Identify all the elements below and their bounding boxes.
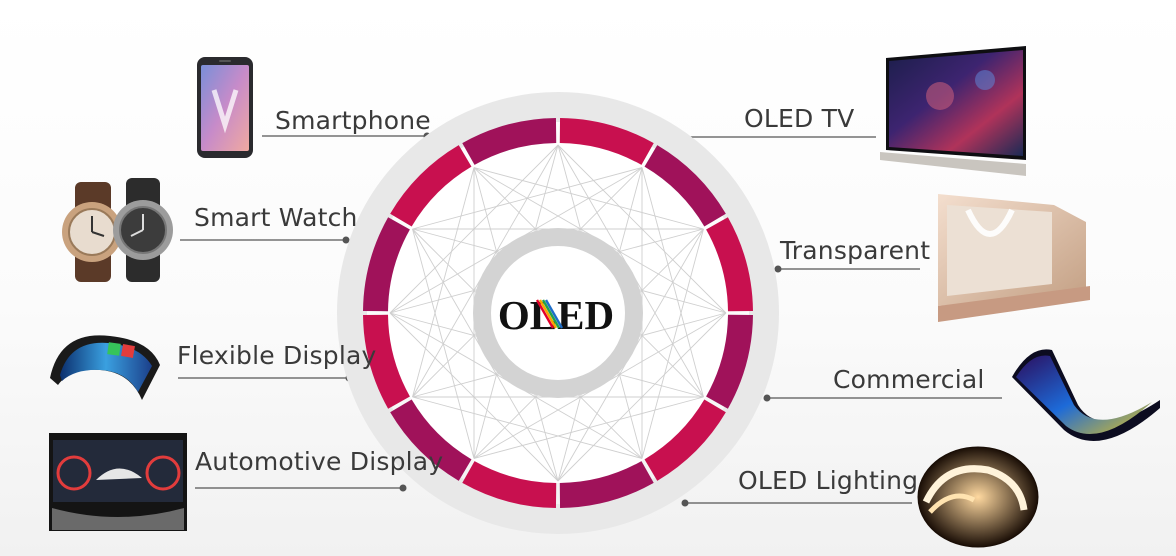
car-dashboard-icon [49, 433, 187, 531]
curved-signage-icon [1012, 349, 1160, 441]
oled-logo-text: OLED [498, 292, 614, 338]
label-automotive-display: Automotive Display [195, 447, 444, 476]
label-smart-watch: Smart Watch [194, 203, 358, 232]
ring-segment [363, 314, 410, 409]
label-oled-lighting: OLED Lighting [738, 466, 919, 495]
label-smartphone: Smartphone [275, 106, 431, 135]
label-flexible-display: Flexible Display [177, 341, 377, 370]
transparent-display-icon [938, 194, 1090, 322]
smartwatch-icon [62, 178, 173, 282]
smartphone-icon [197, 57, 253, 158]
dot-smart-watch [342, 236, 350, 244]
inner-gray-ring [473, 228, 643, 398]
flexible-display-icon [50, 335, 160, 400]
ring-segment [390, 145, 472, 227]
oled-logo-stripes [535, 299, 564, 329]
magenta-ring-segments [363, 118, 753, 508]
tv-icon [880, 46, 1026, 176]
ring-segment [559, 461, 654, 508]
ring-segment [462, 461, 557, 508]
dot-oled-lighting [681, 499, 689, 507]
label-commercial: Commercial [833, 365, 985, 394]
ring-segment [462, 118, 557, 165]
dot-commercial [763, 394, 771, 402]
dot-automotive-display [399, 484, 407, 492]
outer-gray-ring [337, 92, 779, 534]
oled-logo: OLED [498, 292, 614, 338]
ring-segment [644, 399, 726, 481]
ring-segment [390, 399, 472, 481]
label-transparent: Transparent [780, 236, 931, 265]
ring-segment [706, 314, 753, 409]
ring-segment [559, 118, 654, 165]
ring-segment [644, 145, 726, 227]
oled-wheel: OLED [337, 92, 779, 534]
ring-segment [706, 217, 753, 312]
connector-lines [178, 135, 1002, 504]
dot-transparent [774, 265, 782, 273]
label-oled-tv: OLED TV [744, 104, 855, 133]
ring-segment [363, 217, 410, 312]
lighting-panel-icon [917, 446, 1039, 548]
